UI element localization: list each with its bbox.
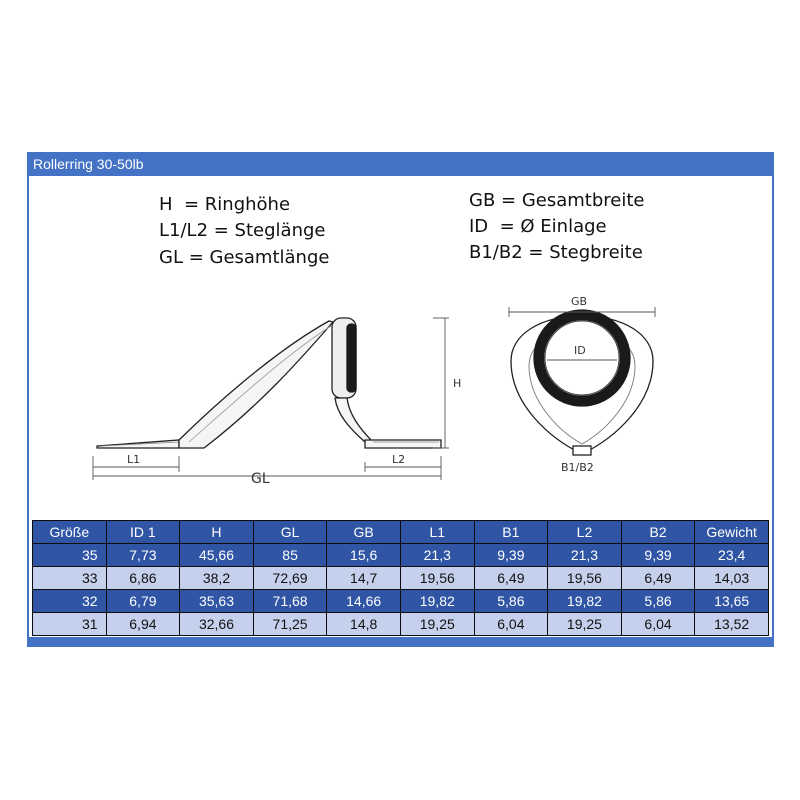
panel-title: Rollerring 30-50lb (33, 156, 144, 172)
header-gewicht: Gewicht (694, 520, 769, 544)
table-cell: 32,66 (179, 612, 254, 636)
header-b2: B2 (620, 520, 696, 544)
table-cell: 38,2 (179, 566, 254, 590)
table-cell: 6,04 (473, 612, 549, 636)
table-row: 32 6,79 35,63 71,68 14,66 19,82 5,86 19,… (32, 589, 769, 613)
ring-diagram: H L1 L2 GL GB ID B1/B2 (92, 295, 656, 487)
table-cell: 85 (252, 543, 328, 567)
header-gl: GL (252, 520, 328, 544)
table-cell: 13,52 (694, 612, 769, 636)
table-cell: 14,03 (694, 566, 769, 590)
table-cell: 13,65 (694, 589, 769, 613)
table-cell: 35,63 (179, 589, 254, 613)
table-cell: 7,73 (105, 543, 181, 567)
side-view-drawing (96, 317, 442, 449)
table-cell: 71,68 (252, 589, 328, 613)
table-cell: 32 (32, 589, 107, 613)
table-row: 31 6,94 32,66 71,25 14,8 19,25 6,04 19,2… (32, 612, 769, 636)
header-h: H (179, 520, 254, 544)
label-b1b2: B1/B2 (561, 461, 594, 474)
legend-b1b2: B1/B2 = Stegbreite (469, 242, 643, 263)
table-cell: 71,25 (252, 612, 328, 636)
table-cell: 21,3 (547, 543, 622, 567)
table-cell: 6,94 (105, 612, 181, 636)
table-cell: 9,39 (620, 543, 696, 567)
table-cell: 19,56 (399, 566, 475, 590)
table-cell: 72,69 (252, 566, 328, 590)
table-cell: 21,3 (399, 543, 475, 567)
table-cell: 5,86 (473, 589, 549, 613)
table-cell: 31 (32, 612, 107, 636)
header-l1: L1 (399, 520, 475, 544)
table-row: 35 7,73 45,66 85 15,6 21,3 9,39 21,3 9,3… (32, 543, 769, 567)
header-l2: L2 (547, 520, 622, 544)
table-header-row: Größe ID 1 H GL GB L1 B1 L2 B2 Gewicht (32, 520, 769, 544)
diagram-area: H = Ringhöhe L1/L2 = Steglänge GL = Gesa… (29, 176, 772, 637)
table-cell: 23,4 (694, 543, 769, 567)
table-cell: 9,39 (473, 543, 549, 567)
legend-id: ID = Ø Einlage (469, 216, 607, 237)
table-cell: 14,66 (326, 589, 401, 613)
spec-table: Größe ID 1 H GL GB L1 B1 L2 B2 Gewicht 3… (32, 520, 769, 636)
table-cell: 6,49 (473, 566, 549, 590)
label-l1: L1 (127, 453, 140, 466)
legend-l1l2: L1/L2 = Steglänge (159, 220, 326, 241)
table-cell: 14,7 (326, 566, 401, 590)
table-row: 33 6,86 38,2 72,69 14,7 19,56 6,49 19,56… (32, 566, 769, 590)
table-cell: 5,86 (620, 589, 696, 613)
label-l2: L2 (392, 453, 405, 466)
header-groesse: Größe (32, 520, 107, 544)
table-cell: 14,8 (326, 612, 401, 636)
legend-gb: GB = Gesamtbreite (469, 190, 645, 211)
table-cell: 6,86 (105, 566, 181, 590)
table-cell: 19,25 (399, 612, 475, 636)
label-gb: GB (571, 295, 587, 308)
table-cell: 45,66 (179, 543, 254, 567)
header-id1: ID 1 (105, 520, 181, 544)
table-cell: 6,79 (105, 589, 181, 613)
front-view-dimensions (508, 307, 656, 361)
table-cell: 33 (32, 566, 107, 590)
table-cell: 19,82 (399, 589, 475, 613)
table-cell: 15,6 (326, 543, 401, 567)
front-view-drawing (510, 309, 654, 456)
table-cell: 6,04 (620, 612, 696, 636)
table-cell: 6,49 (620, 566, 696, 590)
header-b1: B1 (473, 520, 549, 544)
label-h: H (453, 377, 461, 390)
table-cell: 19,25 (547, 612, 622, 636)
side-view-dimensions (92, 317, 449, 480)
label-gl: GL (251, 471, 270, 487)
table-cell: 19,82 (547, 589, 622, 613)
legend-gl: GL = Gesamtlänge (159, 247, 330, 268)
table-cell: 35 (32, 543, 107, 567)
legend-h: H = Ringhöhe (159, 194, 291, 215)
label-id: ID (574, 344, 586, 357)
header-gb: GB (326, 520, 401, 544)
spec-panel: Rollerring 30-50lb H = Ringhöhe L1/L2 = … (27, 152, 774, 647)
table-cell: 19,56 (547, 566, 622, 590)
